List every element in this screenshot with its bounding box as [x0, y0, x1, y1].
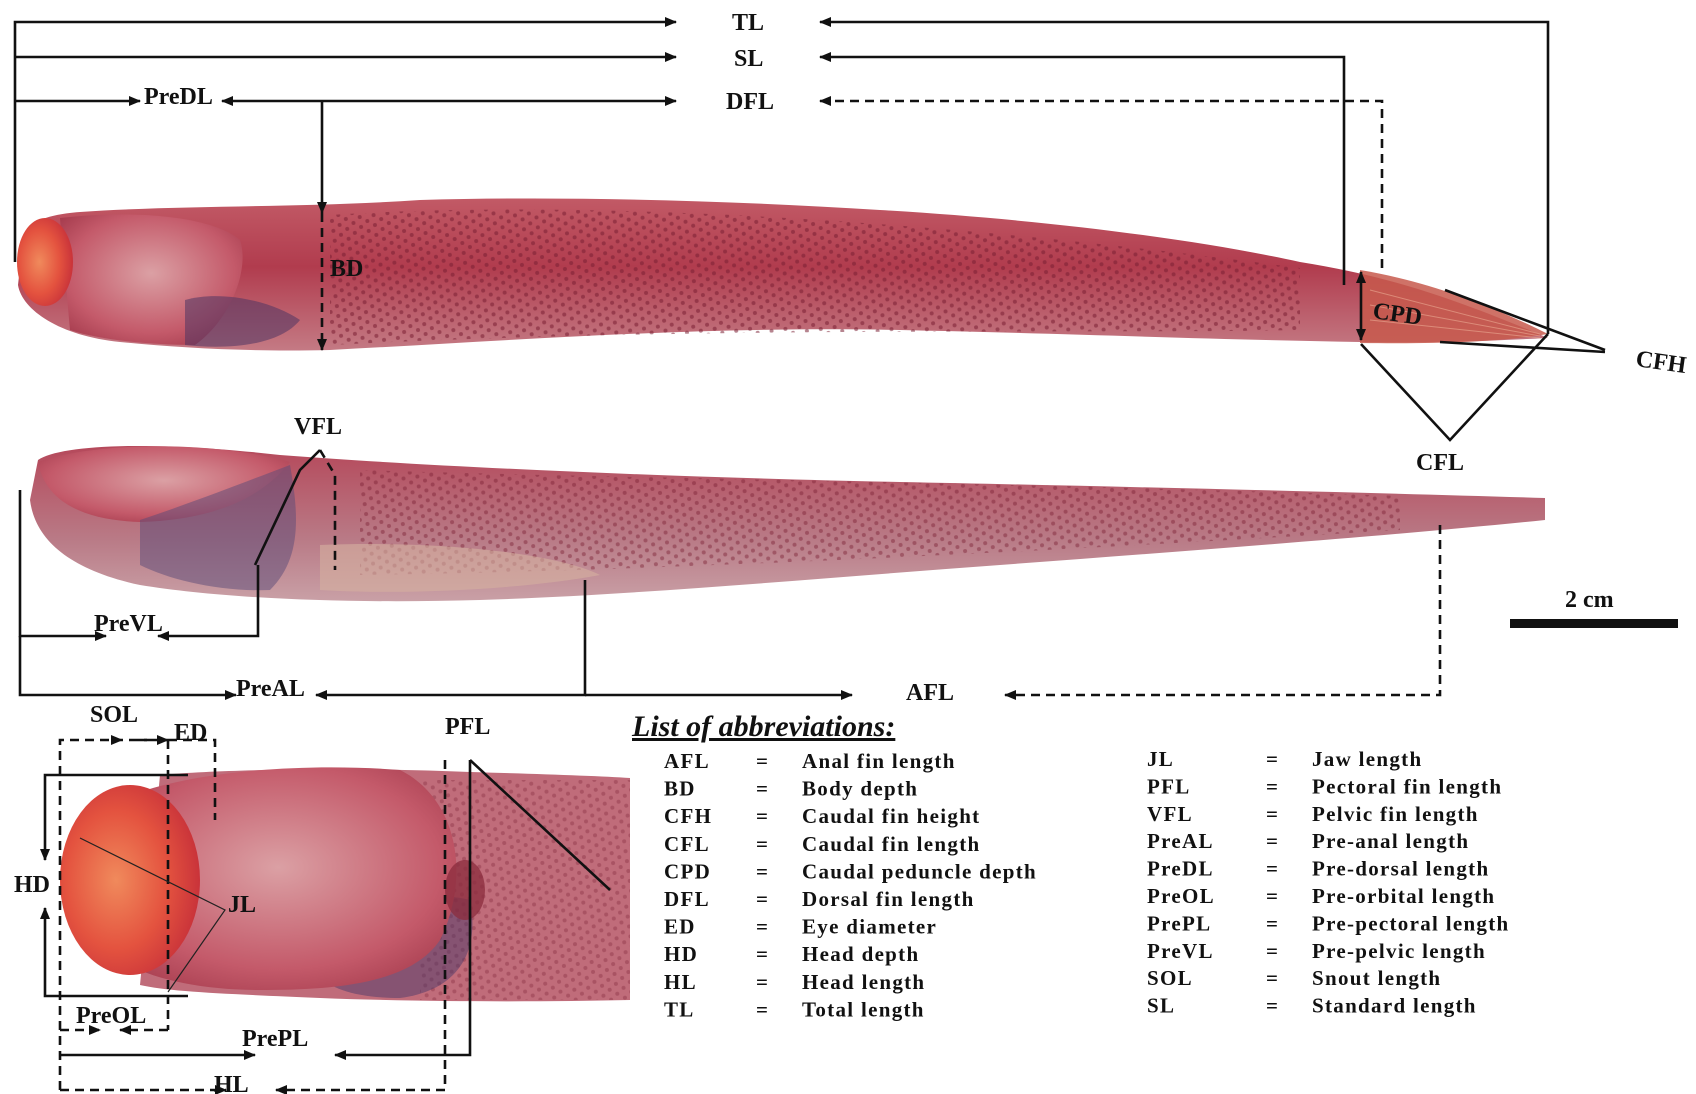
label-tl: TL [732, 10, 764, 36]
legend-meaning: Standard length [1312, 994, 1477, 1018]
lateral-snout [17, 218, 73, 306]
closeup-pectoral-spot [445, 860, 485, 920]
legend-equals: = [756, 832, 769, 856]
legend-abbr: PFL [1147, 774, 1191, 798]
preal-line-left [20, 636, 236, 695]
legend-abbr: SL [1147, 994, 1175, 1018]
head-closeup [60, 767, 630, 1001]
legend-abbr: PreDL [1147, 857, 1214, 881]
legend-abbr: CFL [664, 832, 710, 856]
legend-equals: = [756, 970, 769, 994]
legend-meaning: Head depth [802, 942, 919, 966]
legend-equals: = [1266, 857, 1279, 881]
cfl-lines [1361, 334, 1548, 440]
closeup-snout [60, 785, 200, 975]
legend-title: List of abbreviations: [631, 710, 895, 743]
lateral-scale-texture [330, 209, 1300, 345]
label-sol: SOL [90, 702, 138, 728]
legend-equals: = [1266, 884, 1279, 908]
legend-abbr: PreAL [1147, 829, 1214, 853]
legend-equals: = [1266, 994, 1279, 1018]
label-preol: PreOL [76, 1003, 146, 1029]
legend-meaning: Dorsal fin length [802, 887, 975, 911]
legend-abbr: DFL [664, 887, 710, 911]
label-bd: BD [330, 256, 363, 282]
legend-left-column: AFL = Anal fin lengthBD = Body depthCFH = Caud… [664, 749, 1037, 1021]
scale-bar [1510, 619, 1678, 628]
label-prepl: PrePL [242, 1026, 308, 1052]
legend-equals: = [756, 997, 769, 1021]
legend-abbr: AFL [664, 749, 710, 773]
legend-meaning: Jaw length [1312, 747, 1422, 771]
label-hd: HD [14, 872, 50, 898]
legend-meaning: Eye diameter [802, 915, 937, 939]
legend-abbr: TL [664, 997, 695, 1021]
legend-equals: = [1266, 939, 1279, 963]
legend-abbr: HD [664, 942, 698, 966]
legend-equals: = [1266, 911, 1279, 935]
label-sl: SL [734, 46, 763, 72]
legend-meaning: Caudal fin height [802, 804, 980, 828]
label-predl: PreDL [144, 84, 213, 110]
legend-abbr: JL [1147, 747, 1174, 771]
label-cfh: CFH [1634, 346, 1688, 379]
legend-abbr: ED [664, 915, 696, 939]
label-prevl: PreVL [94, 611, 163, 637]
legend-meaning: Pectoral fin length [1312, 774, 1502, 798]
legend-abbr: VFL [1147, 802, 1193, 826]
legend-equals: = [756, 942, 769, 966]
legend-equals: = [756, 777, 769, 801]
legend-meaning: Body depth [802, 777, 918, 801]
legend-equals: = [756, 887, 769, 911]
legend-meaning: Pre-anal length [1312, 829, 1469, 853]
legend-abbr: CPD [664, 859, 711, 883]
legend-meaning: Pelvic fin length [1312, 802, 1479, 826]
label-afl: AFL [906, 680, 954, 706]
legend-meaning: Pre-dorsal length [1312, 857, 1489, 881]
legend-meaning: Anal fin length [802, 749, 956, 773]
legend-meaning: Total length [802, 997, 925, 1021]
label-pfl: PFL [445, 714, 490, 740]
legend-meaning: Pre-pelvic length [1312, 939, 1486, 963]
legend-meaning: Caudal fin length [802, 832, 980, 856]
legend-equals: = [1266, 829, 1279, 853]
legend-equals: = [756, 915, 769, 939]
legend-abbr: BD [664, 777, 696, 801]
legend-abbr: PreOL [1147, 884, 1215, 908]
label-hl: HL [214, 1072, 249, 1094]
fish-lateral-view [17, 198, 1548, 350]
legend-abbr: PrePL [1147, 911, 1211, 935]
label-ed: ED [174, 720, 207, 746]
legend-meaning: Snout length [1312, 966, 1441, 990]
label-vfl: VFL [294, 414, 342, 440]
legend-equals: = [1266, 747, 1279, 771]
label-cfl: CFL [1416, 450, 1464, 476]
cfh-line-bottom [1440, 342, 1605, 352]
label-preal: PreAL [236, 676, 305, 702]
legend-equals: = [756, 749, 769, 773]
legend-abbr: PreVL [1147, 939, 1214, 963]
abbreviation-legend: List of abbreviations: AFL = Anal fin leng… [631, 710, 1510, 1021]
legend-meaning: Caudal peduncle depth [802, 859, 1037, 883]
legend-equals: = [756, 859, 769, 883]
legend-equals: = [1266, 802, 1279, 826]
legend-meaning: Head length [802, 970, 925, 994]
legend-abbr: SOL [1147, 966, 1193, 990]
legend-abbr: HL [664, 970, 697, 994]
legend-equals: = [1266, 966, 1279, 990]
legend-meaning: Pre-pectoral length [1312, 911, 1510, 935]
legend-abbr: CFH [664, 804, 712, 828]
legend-meaning: Pre-orbital length [1312, 884, 1495, 908]
label-dfl: DFL [726, 89, 774, 115]
label-scale-bar: 2 cm [1565, 587, 1614, 613]
legend-equals: = [756, 804, 769, 828]
legend-equals: = [1266, 774, 1279, 798]
label-jl: JL [228, 892, 256, 918]
